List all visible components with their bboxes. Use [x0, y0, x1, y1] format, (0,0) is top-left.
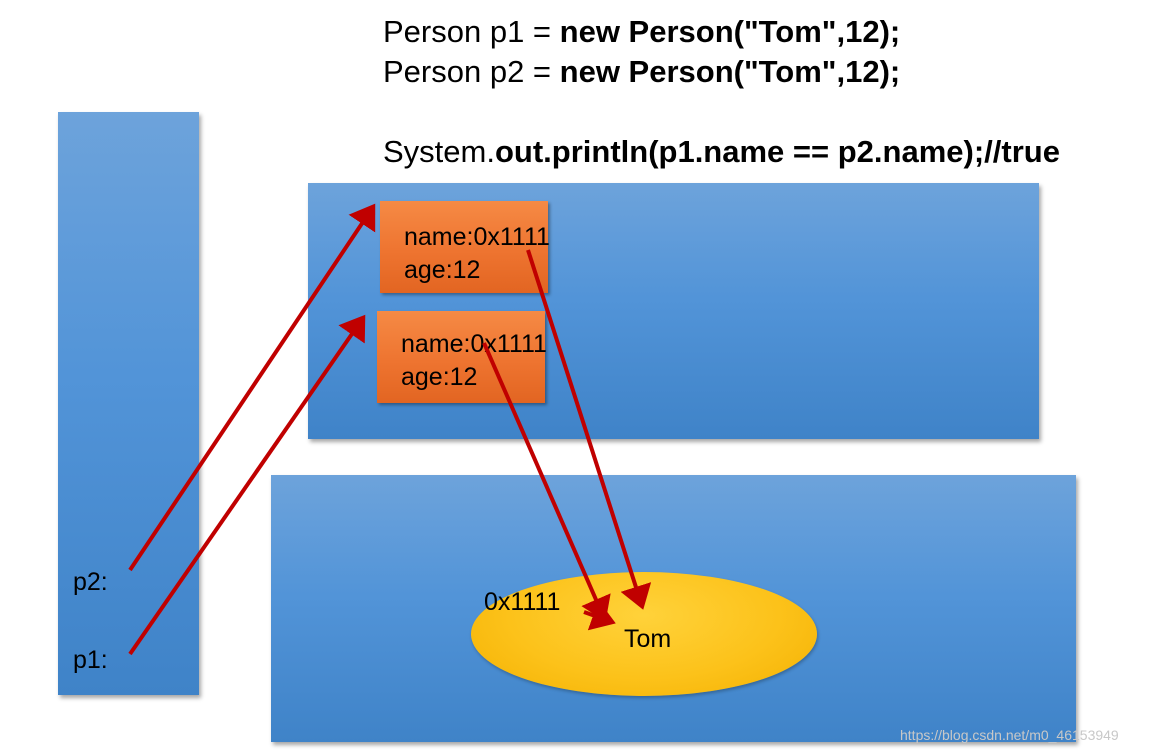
code-line-3-bold: out.println(p1.name == p2.name);//true: [494, 134, 1060, 169]
arrow-p2-to-object-1: [128, 203, 376, 572]
string-address-label: 0x1111: [484, 588, 561, 616]
code-line-3: System.out.println(p1.name == p2.name);/…: [383, 134, 1060, 170]
code-line-2-plain: Person p2 =: [383, 54, 560, 89]
code-line-2-bold: new Person("Tom",12);: [559, 54, 901, 89]
arrow-p1-to-object-2: [128, 314, 366, 656]
string-value-label: Tom: [624, 625, 672, 653]
code-line-1: Person p1 = new Person("Tom",12);: [383, 14, 900, 50]
object-2-name-field: name:0x1111: [401, 330, 547, 358]
arrow-object-1-name-to-tom: [526, 249, 652, 610]
arrow-object-2-name-to-tom: [482, 342, 611, 622]
object-1-name-field: name:0x1111: [404, 223, 550, 251]
code-line-1-bold: new Person("Tom",12);: [559, 14, 901, 49]
arrow-address-to-tom: [583, 600, 616, 631]
stack-p1-label: p1:: [73, 646, 108, 674]
code-line-3-plain: System.: [383, 134, 495, 169]
stack-panel: [58, 112, 199, 695]
watermark: https://blog.csdn.net/m0_46153949: [900, 727, 1119, 743]
person-object-2: [377, 311, 545, 403]
person-object-1: [380, 201, 548, 293]
object-2-age-field: age:12: [401, 363, 478, 391]
code-line-2: Person p2 = new Person("Tom",12);: [383, 54, 900, 90]
object-1-age-field: age:12: [404, 256, 481, 284]
stack-p2-label: p2:: [73, 568, 108, 596]
code-line-1-plain: Person p1 =: [383, 14, 560, 49]
